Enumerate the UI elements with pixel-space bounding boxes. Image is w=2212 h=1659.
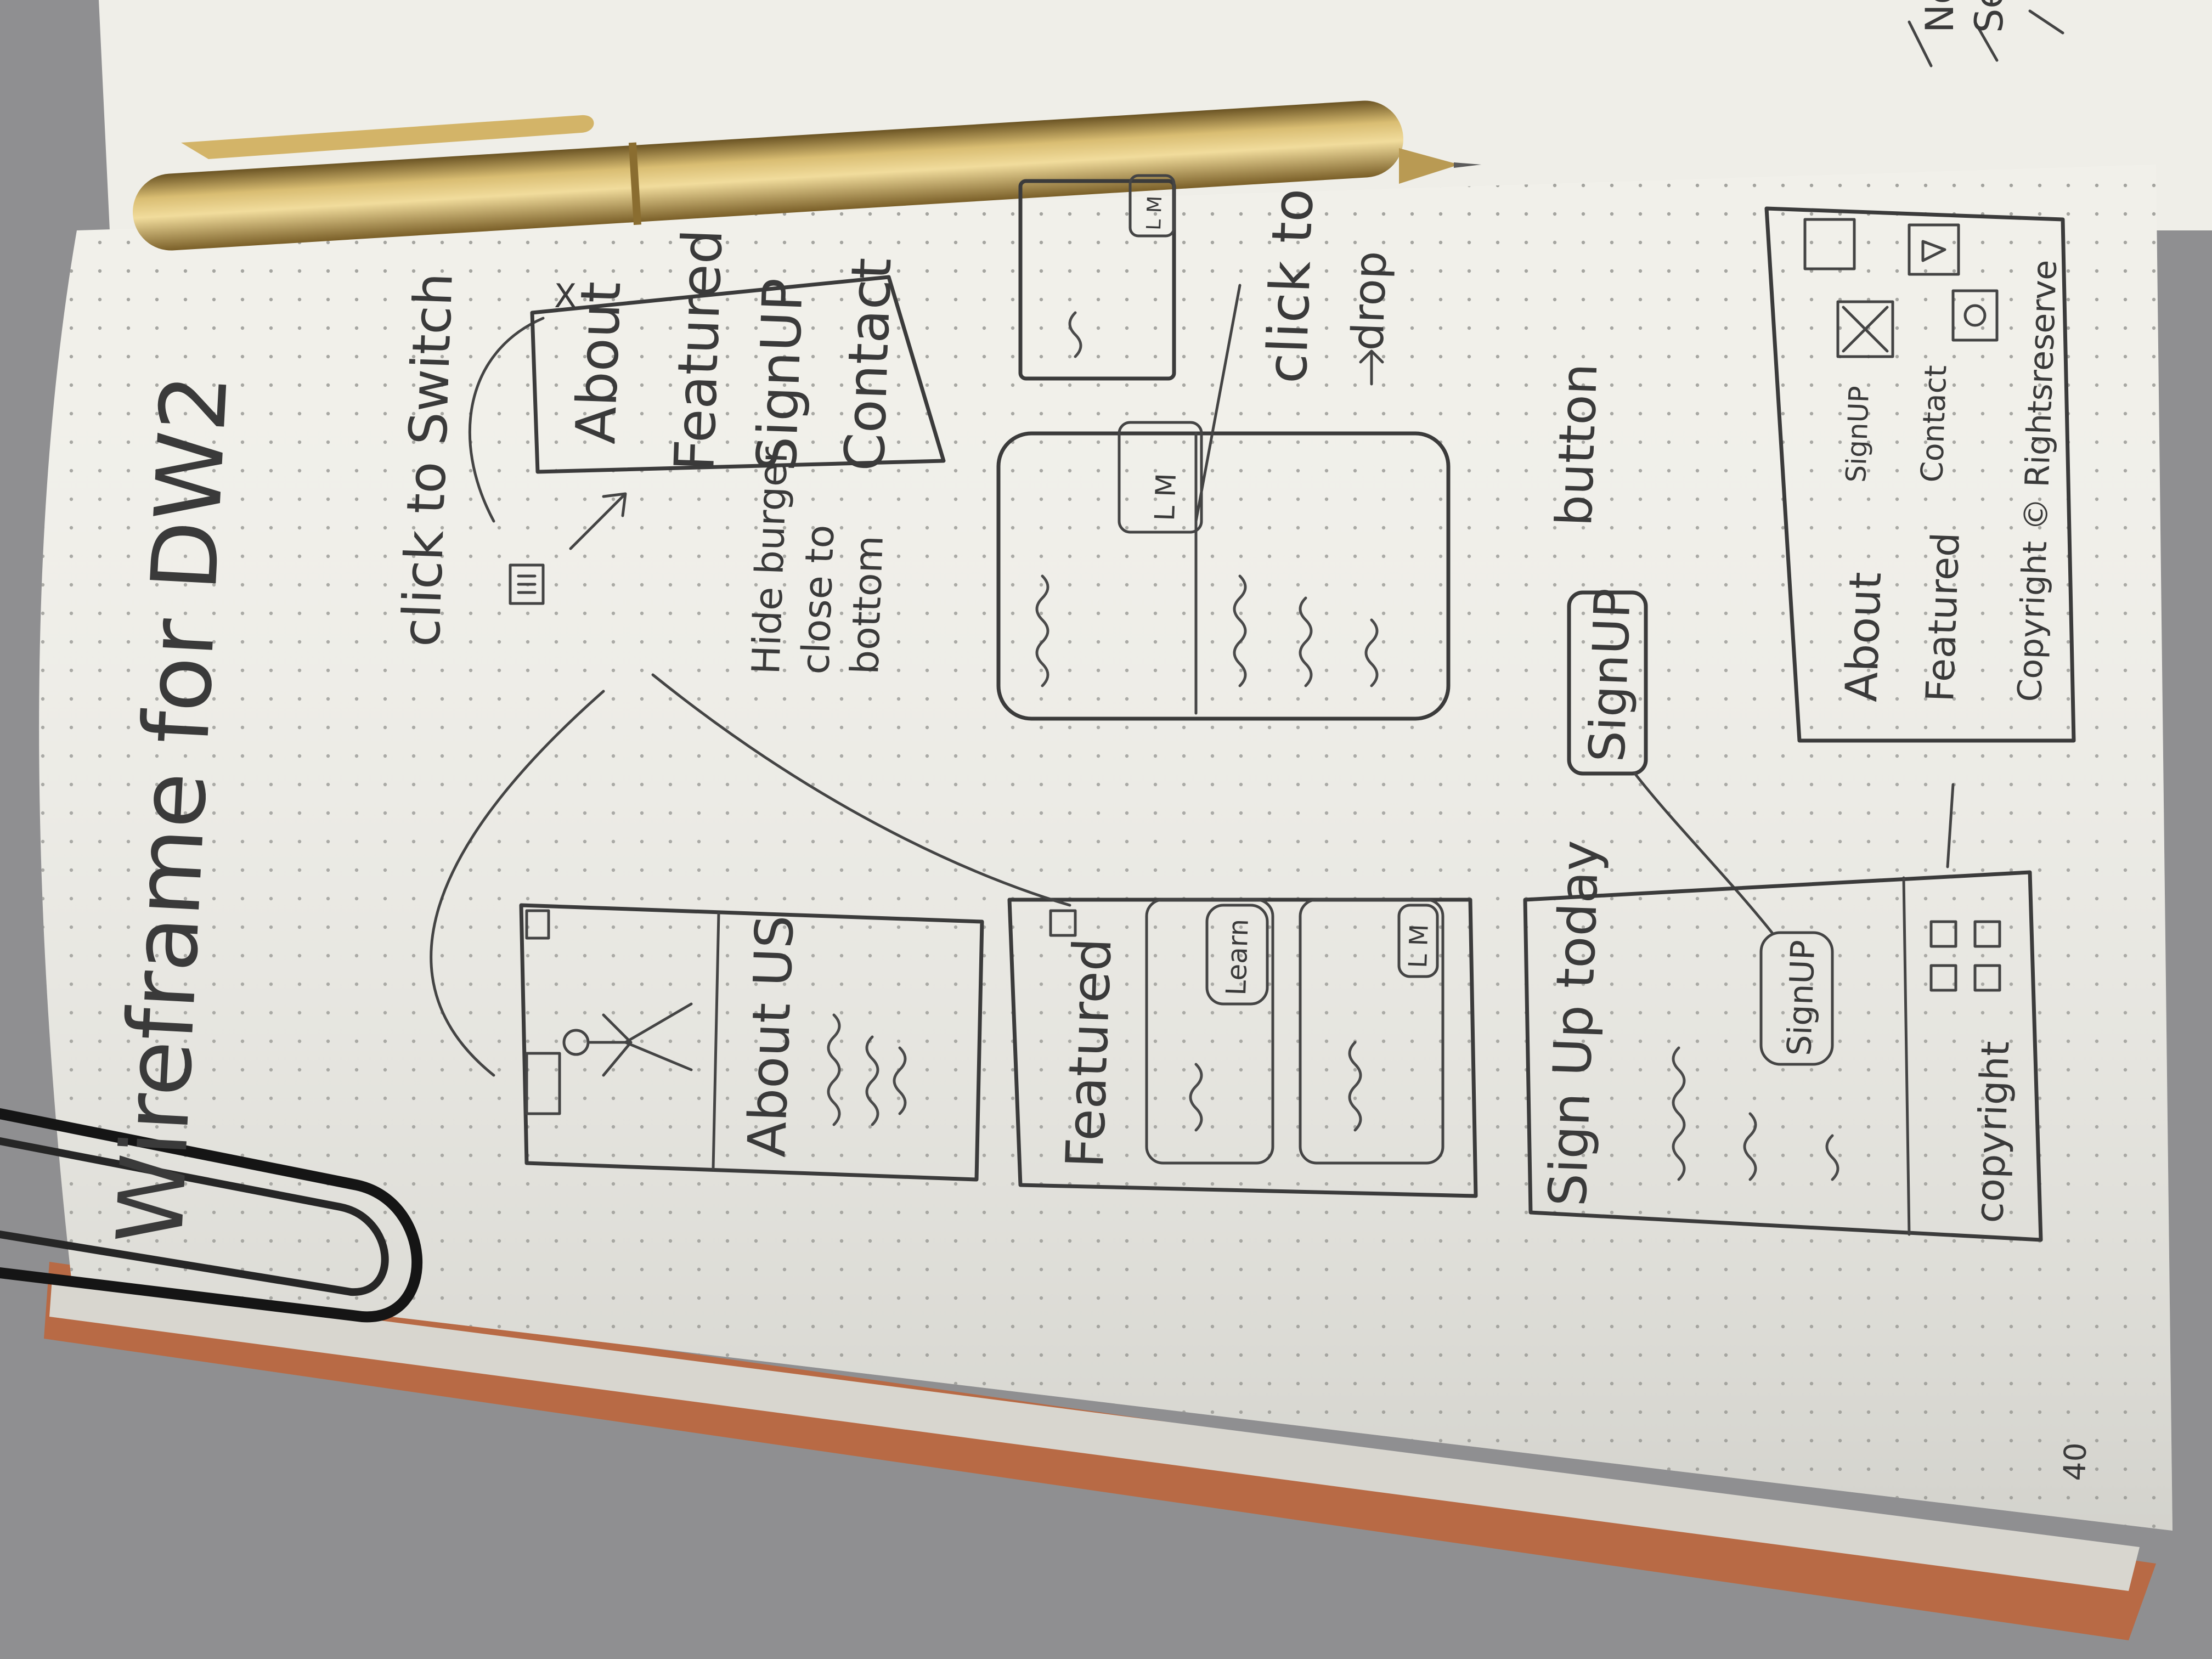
menu-item-about: About <box>563 280 633 445</box>
featured-lm-button: L M <box>1403 924 1434 969</box>
switch-arrow-curve <box>468 317 545 523</box>
menu-item-contact: Contact <box>832 257 904 472</box>
page-number: 40 <box>2057 1442 2093 1481</box>
drop-arrow <box>1359 349 1384 386</box>
instagram-icon <box>1951 289 1999 342</box>
footer-line-contact: Contact <box>1914 364 1953 483</box>
link-line-footer <box>1946 783 1955 868</box>
button-note: button <box>1545 362 1609 527</box>
svg-text:No: No <box>1917 0 1962 33</box>
featured-sketch: Featured Learn L M <box>1007 898 1478 1198</box>
signup-sketch-button: SignUP <box>1780 939 1822 1056</box>
click-to-switch-note: click to Switch <box>391 272 465 648</box>
footer-line-featured: Featured <box>1917 532 1968 703</box>
signup-sketch-footer: copyright <box>1967 1040 2018 1223</box>
svg-text:SignUP: SignUP <box>1578 588 1642 763</box>
svg-text:bottom: bottom <box>842 535 892 675</box>
facebook-icon <box>1803 218 1856 270</box>
featured-learn-button: Learn <box>1220 918 1255 996</box>
click-to-note: click to <box>1255 187 1325 384</box>
switch-arrow <box>569 492 627 550</box>
link-line-drop <box>1194 284 1242 523</box>
youtube-icon <box>1908 223 1960 276</box>
footer-line-signup: SignUP <box>1840 386 1875 483</box>
svg-text:close to: close to <box>793 524 843 675</box>
link-line-featured <box>651 673 1071 907</box>
twitter-icon <box>1836 300 1894 358</box>
about-sketch: About US <box>519 903 984 1182</box>
menu-item-signup: SignUP <box>744 277 815 472</box>
svg-text:Se: Se <box>1967 0 2012 33</box>
page-edges <box>49 1278 2140 1591</box>
footer-line-about: About <box>1836 571 1891 703</box>
svg-text:Hide burger: Hide burger <box>743 446 796 675</box>
menu-item-featured: Featured <box>662 228 735 472</box>
menu-close-icon: X <box>554 277 577 315</box>
about-sketch-title: About US <box>737 914 805 1158</box>
hide-burger-note: Hide burger close to bottom <box>743 446 892 675</box>
previous-page-marks: No Se <box>1908 0 2064 67</box>
link-line-signup <box>1633 772 1774 934</box>
menu-sketch: X About Featured SignUP Contact <box>530 228 946 474</box>
card-lm-button-top: L M <box>1143 195 1166 230</box>
hamburger-icon <box>509 563 545 605</box>
signup-button-sketch: SignUP <box>1567 588 1648 776</box>
card-lm-button: L M <box>1149 473 1182 522</box>
card-sketch: L M L M <box>996 174 1451 721</box>
signup-sketch: Sign Up today SignUP copyright <box>1523 839 2043 1242</box>
featured-sketch-title: Featured <box>1055 937 1124 1169</box>
gold-pen <box>133 100 1481 251</box>
drop-note: drop <box>1342 250 1396 352</box>
binder-clip <box>0 1108 423 1323</box>
signup-sketch-title: Sign Up today <box>1538 839 1611 1207</box>
link-line-about <box>430 690 605 1077</box>
